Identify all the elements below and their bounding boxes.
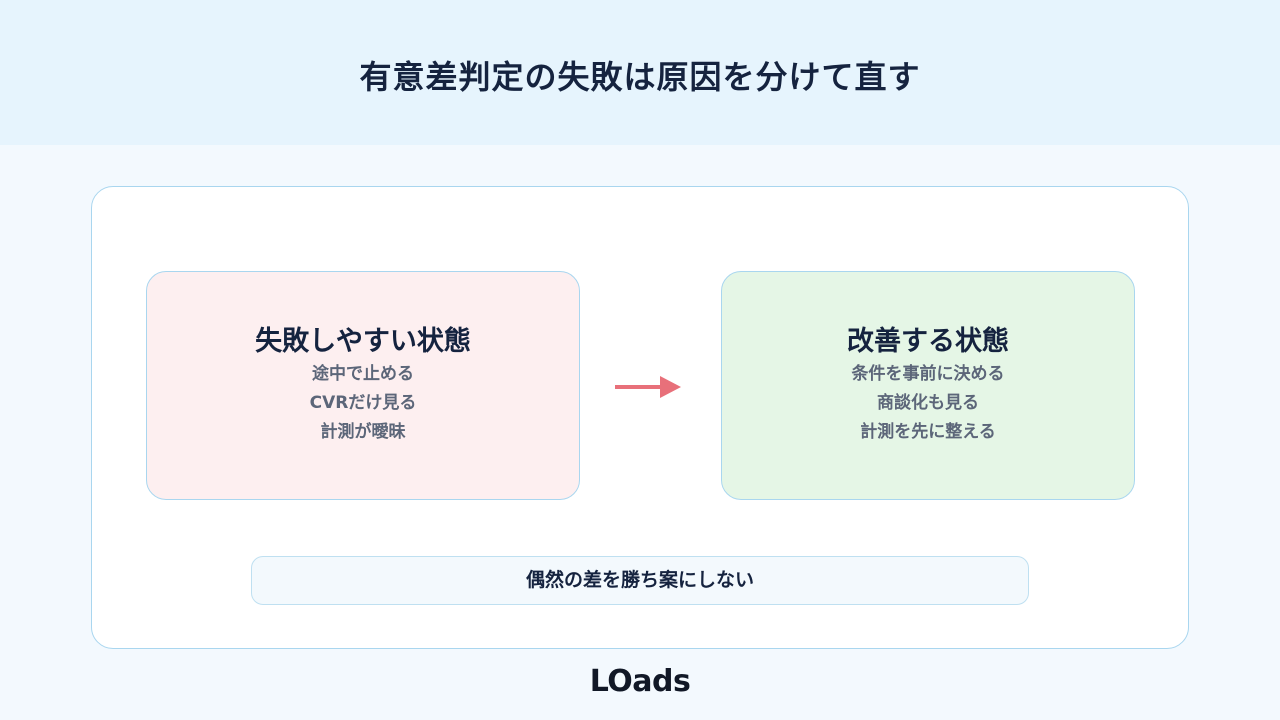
- brand-logo: LOads: [589, 664, 691, 699]
- after-state-title: 改善する状態: [847, 326, 1009, 357]
- before-state-item: 計測が曖昧: [320, 422, 406, 442]
- summary-note: 偶然の差を勝ち案にしない: [251, 556, 1029, 605]
- after-state-item: 商談化も見る: [877, 393, 979, 413]
- before-state-box: 失敗しやすい状態 途中で止める CVRだけ見る 計測が曖昧: [146, 271, 580, 500]
- after-state-item: 計測を先に整える: [860, 422, 996, 442]
- before-state-item: 途中で止める: [312, 364, 414, 384]
- before-state-title: 失敗しやすい状態: [255, 326, 471, 357]
- arrow-head: [660, 376, 681, 398]
- before-state-list: 途中で止める CVRだけ見る 計測が曖昧: [147, 360, 579, 447]
- after-state-box: 改善する状態 条件を事前に決める 商談化も見る 計測を先に整える: [721, 271, 1135, 500]
- after-state-list: 条件を事前に決める 商談化も見る 計測を先に整える: [722, 360, 1134, 447]
- after-state-item: 条件を事前に決める: [851, 364, 1005, 384]
- header-band: 有意差判定の失敗は原因を分けて直す: [0, 0, 1280, 145]
- right-arrow-icon: [615, 376, 681, 398]
- page-title: 有意差判定の失敗は原因を分けて直す: [359, 58, 921, 96]
- before-state-item: CVRだけ見る: [309, 393, 417, 413]
